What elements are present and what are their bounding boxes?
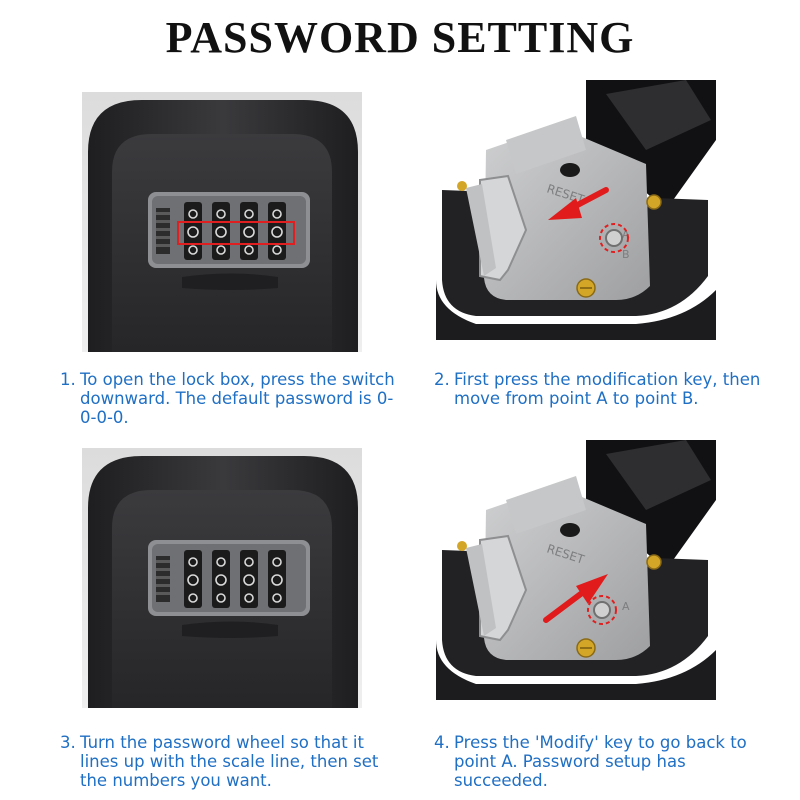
step-3-caption: 3. Turn the password wheel so that it li… xyxy=(60,733,400,790)
lock-box-front-photo-step-3 xyxy=(82,448,362,708)
modify-key-photo-step-2: RESET A B xyxy=(436,80,716,340)
lock-box-front-photo xyxy=(82,92,362,352)
step-number: 4. xyxy=(434,733,450,752)
step-text: Press the 'Modify' key to go back to poi… xyxy=(454,733,747,790)
page-title: PASSWORD SETTING xyxy=(165,13,635,62)
arrow-back-to-a-icon xyxy=(543,574,608,623)
step-1-caption: 1. To open the lock box, press the switc… xyxy=(60,370,400,427)
step-text: Turn the password wheel so that it lines… xyxy=(80,733,379,790)
step-text: To open the lock box, press the switch d… xyxy=(80,370,395,427)
step-number: 3. xyxy=(60,733,76,752)
step-number: 1. xyxy=(60,370,76,389)
arrow-a-to-b-icon xyxy=(548,187,609,220)
step-text: First press the modification key, then m… xyxy=(454,370,761,408)
step-number: 2. xyxy=(434,370,450,389)
point-a-label: A xyxy=(622,228,630,241)
modify-key-photo-step-4: RESET A xyxy=(436,440,716,700)
step-4-caption: 4. Press the 'Modify' key to go back to … xyxy=(434,733,774,790)
step-2-caption: 2. First press the modification key, the… xyxy=(434,370,774,408)
point-b-label: B xyxy=(622,248,630,261)
point-a-label: A xyxy=(622,600,630,613)
